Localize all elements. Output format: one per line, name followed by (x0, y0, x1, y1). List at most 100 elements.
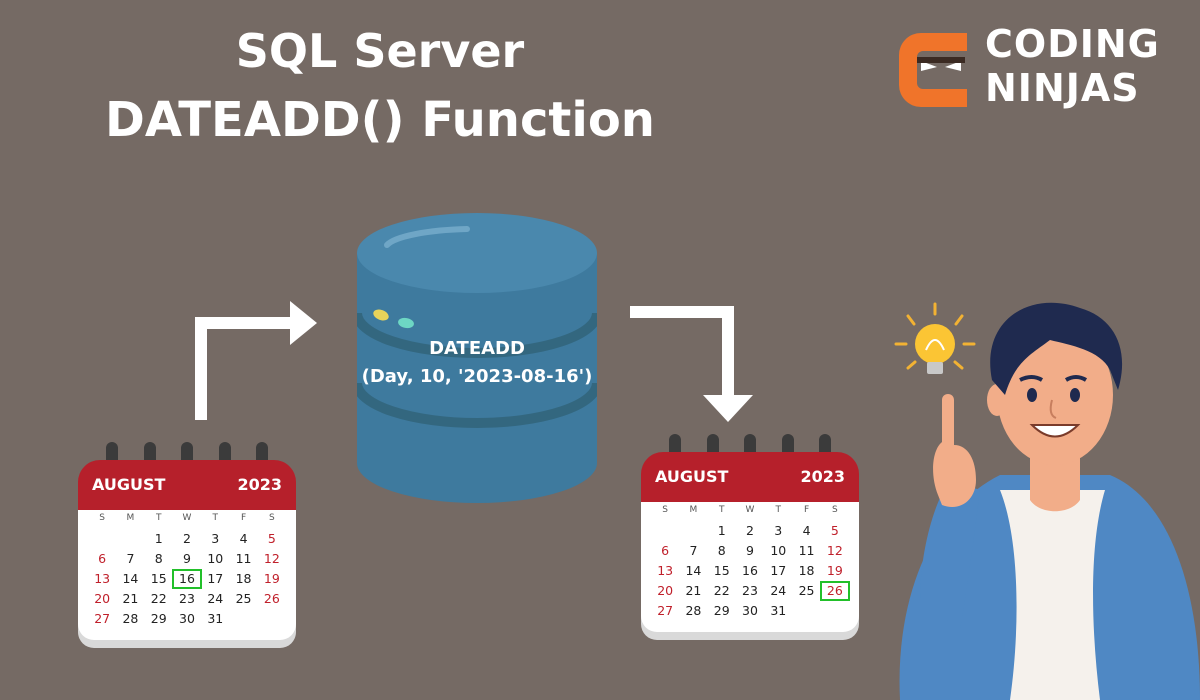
calendar-day: 2 (183, 531, 191, 546)
calendar-day: 11 (798, 543, 815, 558)
weekday-label: W (745, 505, 755, 515)
calendar-day: 12 (263, 551, 280, 566)
weekday-label: T (718, 505, 725, 515)
weekday-label: T (212, 513, 219, 523)
calendar-day: 15 (713, 563, 730, 578)
calendar-day: 20 (657, 583, 674, 598)
calendar-day: 1 (154, 531, 163, 546)
calendar-day: 7 (126, 551, 135, 566)
logo-text-line2: NINJAS (985, 66, 1140, 110)
calendar-day: 27 (94, 611, 111, 626)
calendar-day: 3 (774, 523, 783, 538)
calendar-day (651, 522, 679, 540)
calendar-day: 30 (742, 603, 758, 618)
calendar-day: 24 (207, 591, 224, 606)
calendar-day-highlighted: 26 (819, 581, 851, 601)
calendar-day: 7 (689, 543, 698, 558)
calendar-year: 2023 (237, 475, 282, 494)
calendar-day: 2 (746, 523, 754, 538)
calendar-day: 30 (179, 611, 195, 626)
db-label-function: DATEADD (429, 338, 525, 359)
calendar-day: 8 (154, 551, 163, 566)
calendar-day: 1 (717, 523, 726, 538)
weekday-label: W (182, 513, 192, 523)
calendar-day: 21 (122, 591, 139, 606)
arrow-icon (195, 301, 317, 420)
weekday-label: F (240, 513, 247, 523)
calendar-day: 22 (150, 591, 167, 606)
weekday-label: S (662, 505, 668, 515)
calendar-day: 27 (657, 603, 674, 618)
calendar-day: 13 (657, 563, 674, 578)
calendar-day: 19 (263, 571, 280, 586)
calendar-day: 28 (122, 611, 139, 626)
calendar-header (78, 460, 296, 510)
calendar-day: 15 (150, 571, 167, 586)
calendar-day: 19 (826, 563, 843, 578)
calendar-day: 10 (207, 551, 224, 566)
database-icon (357, 213, 597, 503)
weekday-label: S (831, 505, 838, 515)
calendar-day: 26 (263, 591, 280, 606)
calendar-day-highlighted: 16 (171, 569, 203, 589)
arrow-icon (630, 306, 753, 422)
calendar-day: 24 (770, 583, 787, 598)
calendar-day: 29 (713, 603, 730, 618)
calendar-day: 9 (746, 543, 754, 558)
calendar-day: 31 (207, 611, 224, 626)
calendar-year: 2023 (800, 467, 845, 486)
calendar-day: 13 (94, 571, 111, 586)
calendar-day: 12 (826, 543, 843, 558)
logo-text-line1: CODING (985, 22, 1160, 66)
weekday-label: M (126, 513, 135, 523)
calendar-day (679, 522, 707, 540)
calendar-day: 18 (235, 571, 252, 586)
calendar-day: 5 (267, 531, 276, 546)
calendar-day: 14 (685, 563, 702, 578)
coding-ninjas-logo: CODING NINJAS (895, 25, 1175, 115)
db-label-arguments: (Day, 10, '2023-08-16') (361, 366, 593, 387)
calendar-day: 14 (122, 571, 139, 586)
calendar-day: 6 (661, 543, 670, 558)
person-illustration (894, 302, 1200, 700)
weekday-label: T (155, 513, 162, 523)
page-title-line1: SQL Server (235, 24, 525, 78)
weekday-label: S (268, 513, 275, 523)
coding-ninjas-logo-icon (899, 33, 967, 107)
calendar-day: 23 (179, 591, 195, 606)
calendar-day (88, 530, 116, 548)
calendar-day (116, 530, 144, 548)
calendar-day: 5 (830, 523, 839, 538)
calendar-day: 10 (770, 543, 787, 558)
calendar-day: 18 (798, 563, 815, 578)
weekday-label: F (803, 505, 810, 515)
calendar-month: AUGUST (92, 475, 166, 494)
calendar-day: 9 (183, 551, 191, 566)
calendar-day: 4 (239, 531, 248, 546)
calendar-day: 16 (742, 563, 758, 578)
page-title-line2: DATEADD() Function (105, 92, 655, 148)
calendar-day: 25 (235, 591, 252, 606)
calendar-day: 6 (98, 551, 107, 566)
calendar-day: 23 (742, 583, 758, 598)
calendar-day: 4 (802, 523, 811, 538)
weekday-label: T (775, 505, 782, 515)
calendar-day: 8 (717, 543, 726, 558)
calendar-header (641, 452, 859, 502)
calendar-month: AUGUST (655, 467, 729, 486)
calendar-day: 20 (94, 591, 111, 606)
calendar-day: 29 (150, 611, 167, 626)
calendar-day: 31 (770, 603, 787, 618)
calendar-day: 11 (235, 551, 252, 566)
weekday-label: S (99, 513, 105, 523)
calendar-day: 25 (798, 583, 815, 598)
calendar-day: 3 (211, 531, 220, 546)
